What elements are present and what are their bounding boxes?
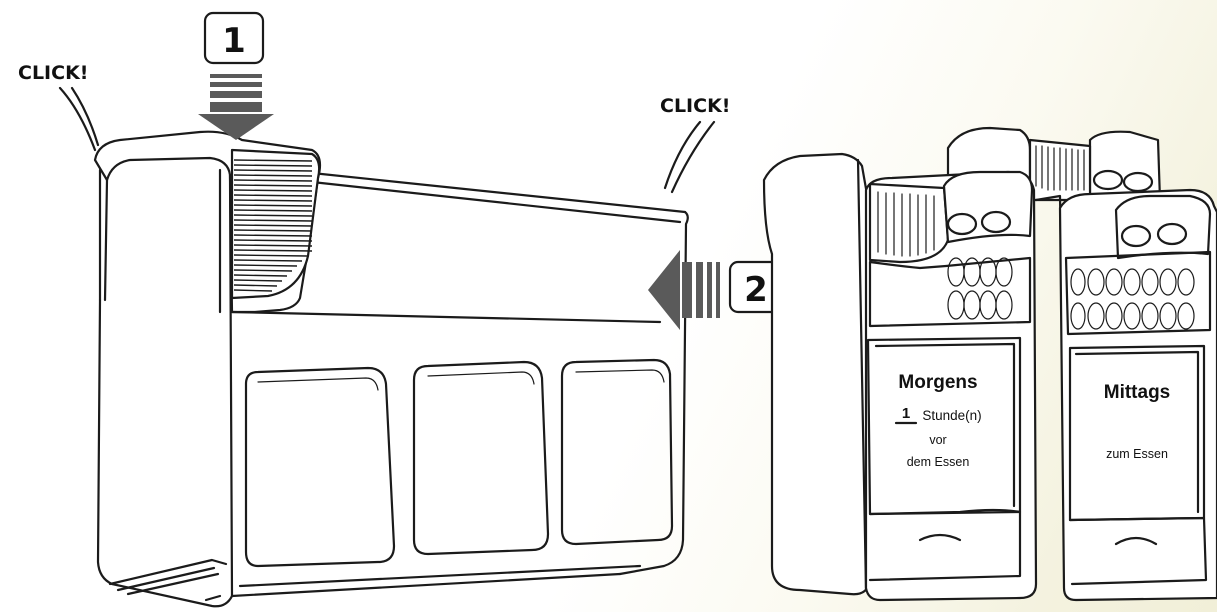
label-morning-unit: Stunde(n) — [922, 408, 981, 423]
label-morning-line1: vor — [929, 433, 946, 447]
dispenser-midday: Mittags zum Essen — [1034, 188, 1217, 602]
left-arrow-icon — [648, 250, 720, 330]
clip-rib — [233, 229, 313, 232]
click-line-left-2 — [70, 86, 100, 147]
step-1-marker: 1 — [203, 11, 265, 65]
clip-rib — [233, 284, 278, 287]
clip-rib — [233, 184, 313, 187]
clip-rib — [233, 174, 313, 177]
click-line-left-1 — [58, 86, 97, 152]
holder-window-2 — [412, 360, 550, 556]
down-arrow-icon — [198, 74, 274, 140]
clip-rib — [233, 249, 313, 252]
clip-rib — [233, 214, 313, 217]
clip-rib — [233, 244, 313, 247]
clip-rib — [233, 219, 313, 222]
step-1-box — [203, 11, 265, 65]
label-morning-line2: dem Essen — [907, 455, 970, 469]
clip-rib — [233, 224, 313, 227]
clip-rib — [233, 274, 288, 277]
clip-rib — [233, 204, 313, 207]
clip-rib — [233, 209, 313, 212]
click-line-right-2 — [670, 120, 716, 194]
step-1-number: 1 — [222, 21, 246, 61]
ribbed-clip — [230, 148, 321, 300]
clip-rib — [233, 179, 313, 182]
clip-rib — [233, 289, 273, 292]
dispenser-holder — [93, 130, 689, 608]
clip-rib — [233, 269, 293, 272]
clip-rib — [233, 189, 313, 192]
label-midday-title: Mittags — [1104, 382, 1171, 403]
click-callout-right: CLICK! — [660, 95, 730, 117]
assembled-dispensers: Morgens 1 Stunde(n) vor dem Essen — [762, 126, 1217, 602]
back-ribs — [1035, 145, 1085, 191]
label-morning-title: Morgens — [898, 372, 977, 393]
clip-rib — [233, 234, 313, 237]
label-morning-count: 1 — [902, 405, 910, 422]
clip-rib — [233, 254, 308, 257]
clip-rib — [233, 159, 313, 162]
clip-rib — [233, 264, 298, 267]
clip-rib — [233, 169, 313, 172]
pill-grid-midday — [1070, 268, 1195, 330]
clip-rib — [233, 259, 303, 262]
step-2-number: 2 — [744, 270, 768, 310]
clip-rib — [233, 194, 313, 197]
dispenser-morning: Morgens 1 Stunde(n) vor dem Essen — [762, 152, 1038, 602]
holder-window-1 — [244, 366, 396, 568]
label-midday-line1: zum Essen — [1106, 447, 1168, 461]
click-callout-left: CLICK! — [18, 62, 88, 84]
clip-rib — [233, 279, 283, 282]
clip-rib — [233, 239, 313, 242]
pill-grid-morning — [947, 257, 1013, 320]
clip-rib — [233, 164, 313, 167]
clip-rib — [233, 199, 313, 202]
holder-window-3 — [560, 358, 674, 546]
click-line-right-1 — [663, 120, 702, 190]
